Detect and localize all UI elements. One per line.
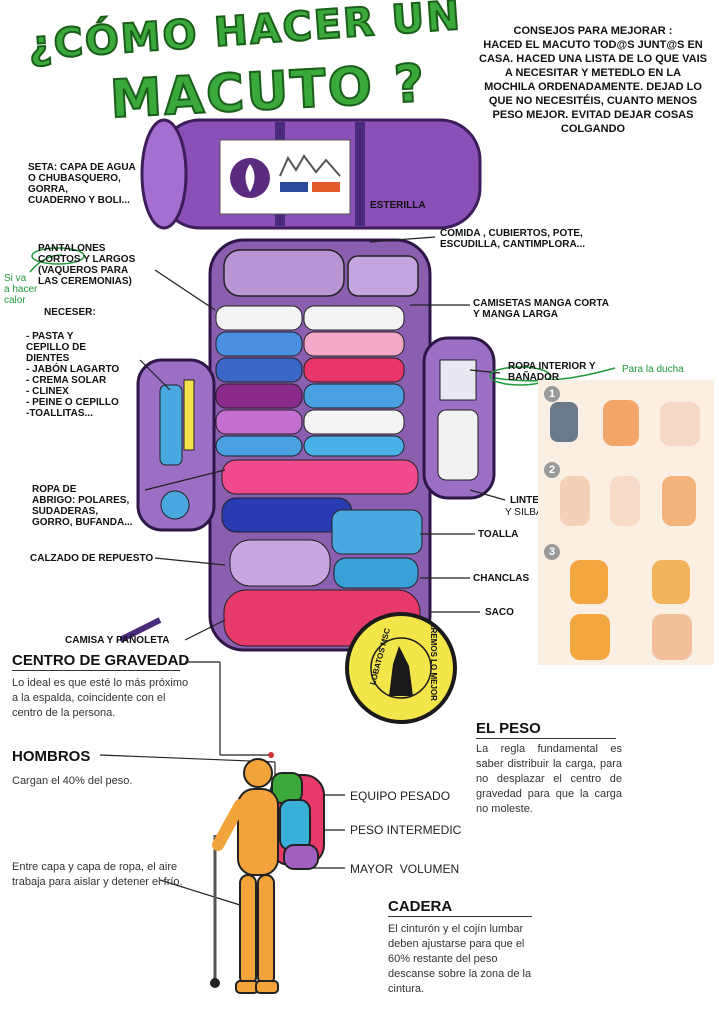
label-pantalones: PANTALONES CORTOS Y LARGOS (VAQUEROS PAR… — [38, 243, 136, 287]
label-para-ducha: Para la ducha — [622, 364, 684, 375]
label-neceser-title: NECESER: — [44, 307, 96, 318]
peso-heading: EL PESO — [476, 720, 541, 737]
label-saco: SACO — [485, 607, 514, 618]
badge-text-right: HAREMOS LO MEJOR — [428, 616, 438, 701]
step-3-illustration — [548, 556, 708, 664]
centro-text: Lo ideal es que esté lo más próximo a la… — [12, 677, 189, 719]
label-neceser-list: - PASTA Y CEPILLO DE DIENTES - JABÓN LAG… — [26, 331, 120, 419]
lobatos-badge: LOBATOS MSC HAREMOS LO MEJOR — [345, 612, 457, 724]
capas-text: Entre capa y capa de ropa, el aire traba… — [12, 861, 183, 888]
label-esterilla: ESTERILLA — [370, 200, 426, 211]
wolf-icon — [370, 637, 432, 699]
label-camisa: CAMISA Y PAÑOLETA — [65, 635, 170, 646]
label-linterna: LINTERNA — [510, 495, 561, 506]
cadera-text: El cinturón y el cojín lumbar deben ajus… — [388, 923, 532, 995]
label-toalla: TOALLA — [478, 529, 519, 540]
step-2-badge: 2 — [544, 462, 560, 478]
label-si-va: Si va a hacer calor — [4, 273, 38, 306]
label-abrigo: ROPA DE ABRIGO: POLARES, SUDADERAS, GORR… — [32, 484, 133, 528]
label-calzado: CALZADO DE REPUESTO — [30, 553, 154, 564]
peso-divider — [476, 738, 616, 739]
load-intermedio: PESO INTERMEDIC — [350, 823, 462, 837]
cadera-divider — [388, 916, 532, 917]
label-comida: COMIDA , CUBIERTOS, POTE, ESCUDILLA, CAN… — [440, 228, 585, 250]
label-chanclas: CHANCLAS — [473, 573, 530, 584]
step-2-illustration — [548, 472, 708, 530]
peso-text: La regla fundamental es saber distribuir… — [476, 743, 622, 815]
label-camisetas: CAMISETAS MANGA CORTA Y MANGA LARGA — [473, 298, 609, 320]
load-volumen: MAYOR VOLUMEN — [350, 862, 460, 876]
label-seta: SETA: CAPA DE AGUA O CHUBASQUERO, GORRA,… — [28, 162, 136, 206]
step-1-badge: 1 — [544, 386, 560, 402]
hombros-text: Cargan el 40% del peso. — [12, 775, 133, 787]
label-ropa-interior: ROPA INTERIOR Y BAÑADOR — [508, 361, 596, 383]
cadera-heading: CADERA — [388, 898, 453, 915]
centro-divider — [12, 670, 180, 671]
hiker-illustration — [210, 758, 325, 994]
hombros-heading: HOMBROS — [12, 748, 91, 765]
step-1-illustration — [548, 396, 708, 452]
tips-text: CONSEJOS PARA MEJORAR : HACED EL MACUTO … — [479, 25, 707, 135]
load-pesado: EQUIPO PESADO — [350, 789, 451, 803]
steps-panel: 1 2 3 — [538, 380, 714, 665]
centro-heading: CENTRO DE GRAVEDAD — [12, 652, 190, 669]
step-3-badge: 3 — [544, 544, 560, 560]
label-silbato: Y SILBATO — [505, 507, 556, 518]
